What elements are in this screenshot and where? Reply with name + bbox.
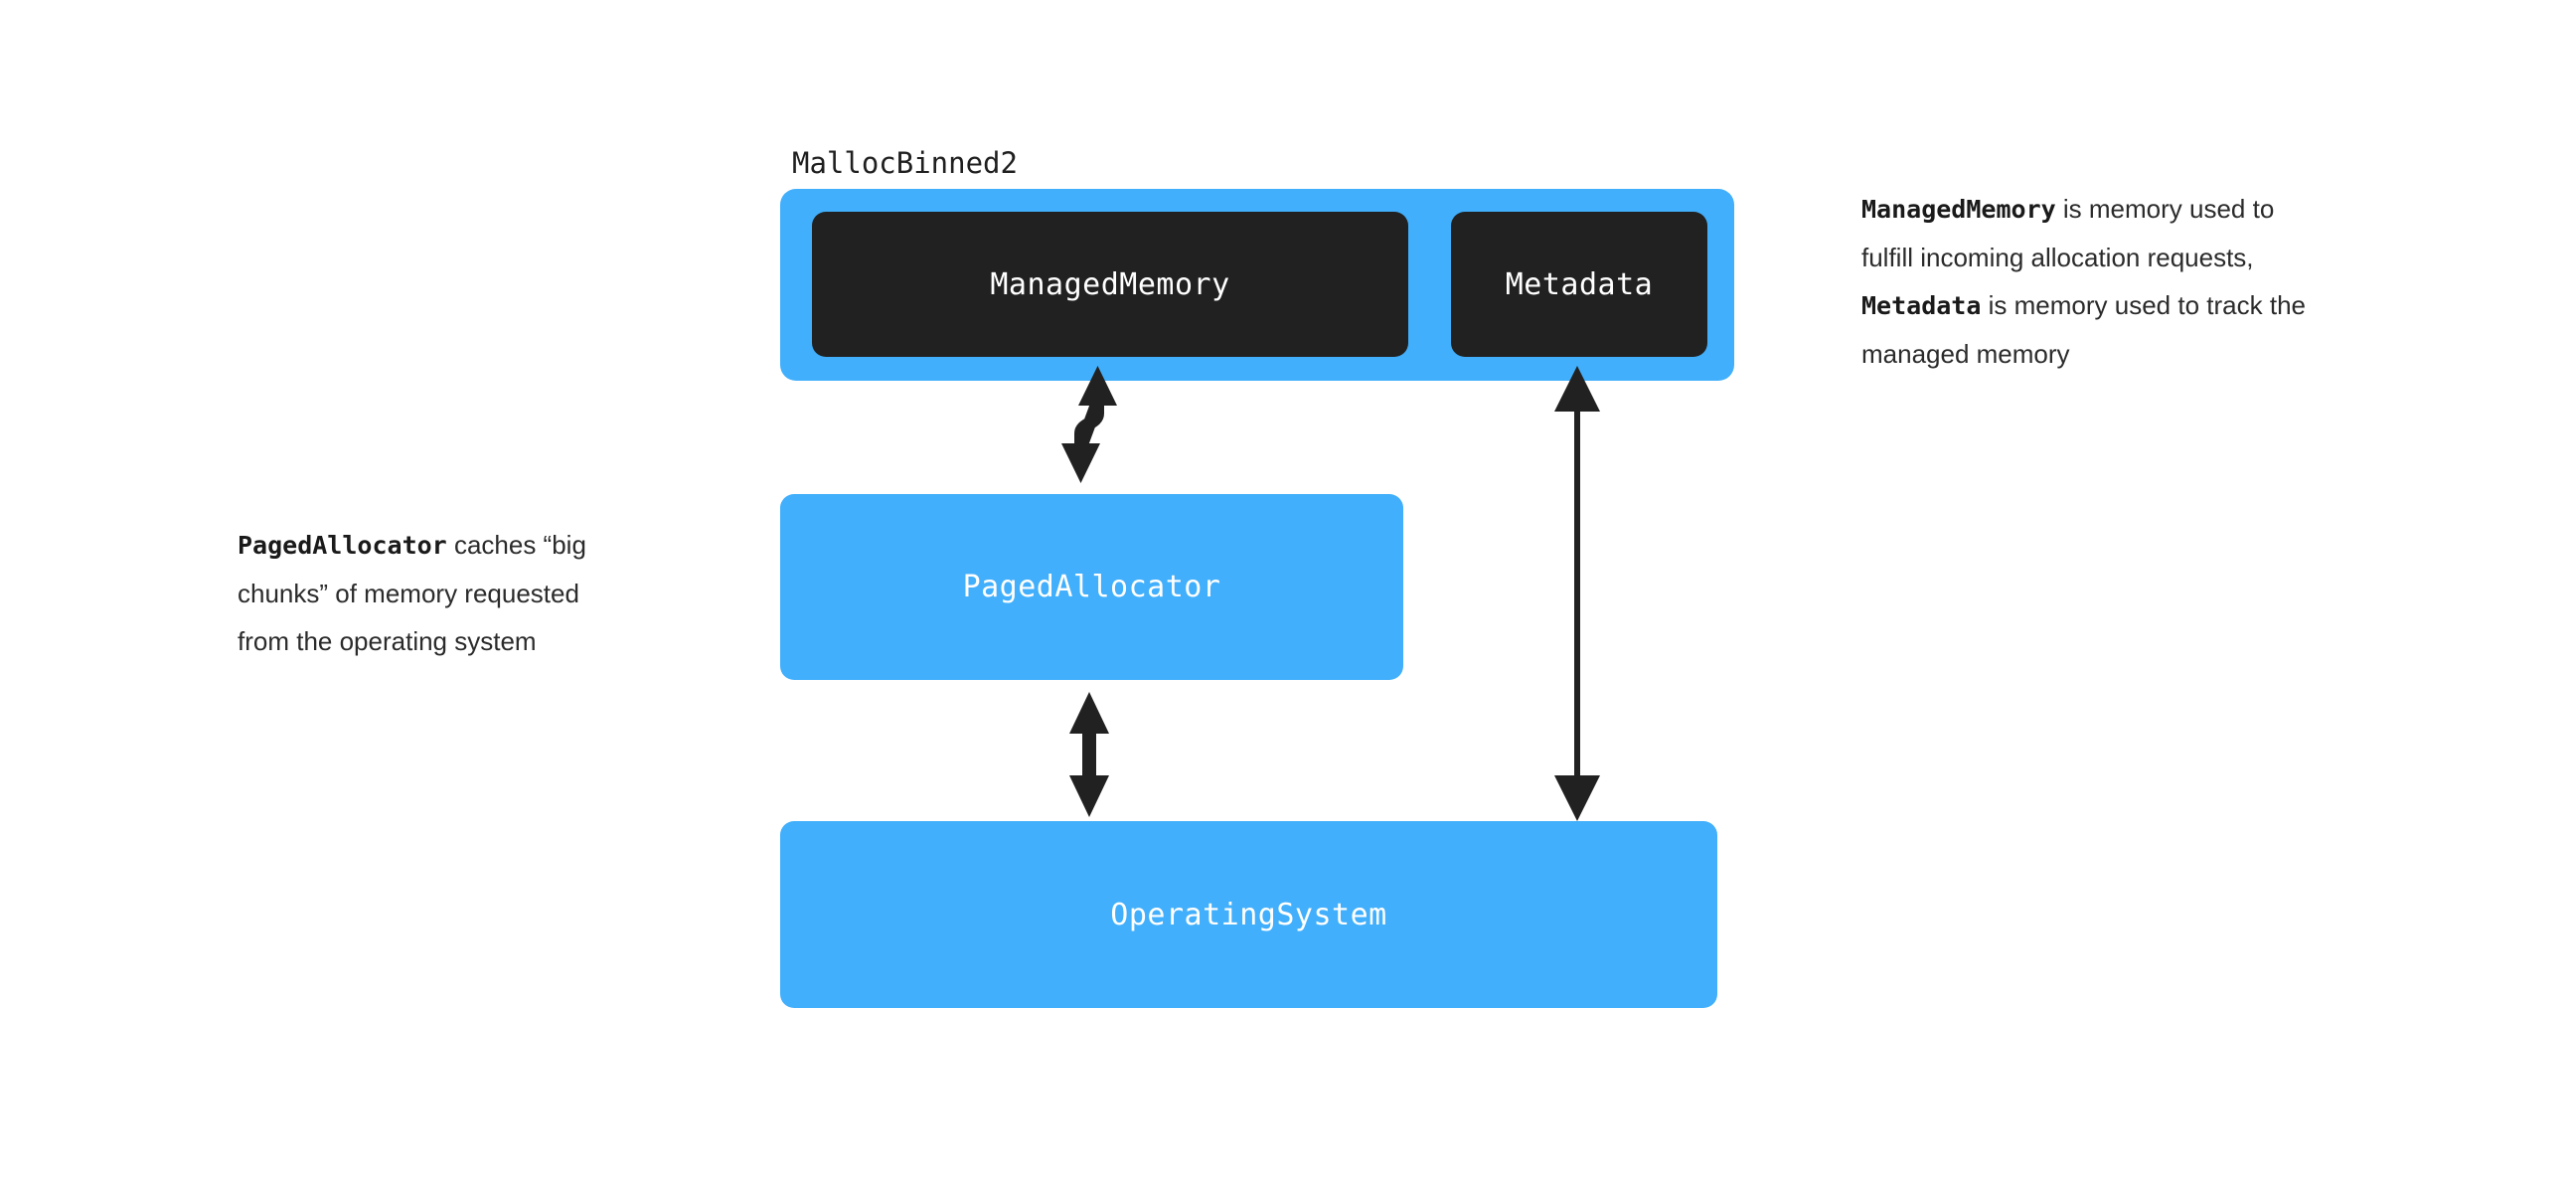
annotation-right-code-term-1: ManagedMemory <box>1861 195 2056 224</box>
box-label-operating-system: OperatingSystem <box>1110 897 1387 932</box>
annotation-right-text-2: is memory used to track the managed memo… <box>1861 290 2306 369</box>
box-label-managed-memory: ManagedMemory <box>990 266 1230 302</box>
connector-metadata-operatingsystem-icon <box>1554 366 1600 821</box>
box-label-metadata: Metadata <box>1505 266 1654 302</box>
connector-pagedallocator-operatingsystem-icon <box>1069 692 1109 817</box>
annotation-right-code-term-2: Metadata <box>1861 291 1982 320</box>
annotation-managed-memory-metadata: ManagedMemory is memory used to fulfill … <box>1861 185 2329 378</box>
box-label-paged-allocator: PagedAllocator <box>962 570 1221 604</box>
box-paged-allocator[interactable]: PagedAllocator <box>780 494 1403 680</box>
box-metadata[interactable]: Metadata <box>1451 212 1707 357</box>
annotation-left-text: caches “big chunks” of memory requested … <box>238 530 586 656</box>
mallocbinned2-container: ManagedMemory Metadata <box>780 189 1734 381</box>
box-operating-system[interactable]: OperatingSystem <box>780 821 1717 1008</box>
annotation-right-text-1: is memory used to fulfill incoming alloc… <box>1861 194 2275 272</box>
group-label-mallocbinned2: MallocBinned2 <box>792 146 1018 180</box>
connector-managedmemory-pagedallocator-icon <box>1061 366 1117 483</box>
box-managed-memory[interactable]: ManagedMemory <box>812 212 1408 357</box>
annotation-left-code-term: PagedAllocator <box>238 531 447 560</box>
annotation-paged-allocator: PagedAllocator caches “big chunks” of me… <box>238 521 635 665</box>
